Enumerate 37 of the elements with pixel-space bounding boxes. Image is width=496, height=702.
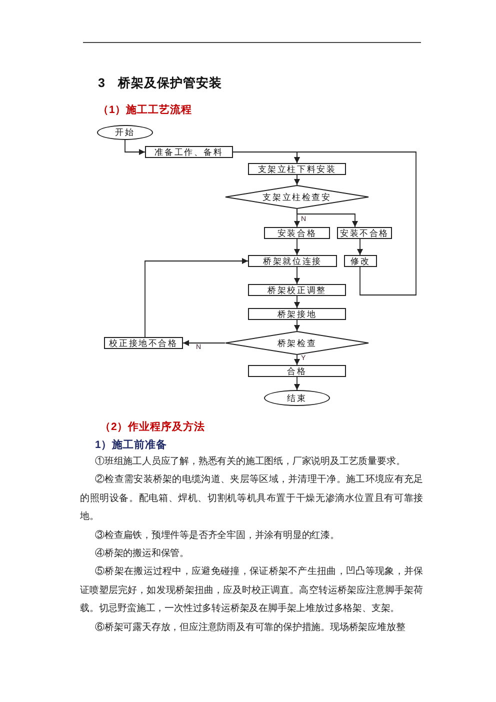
terminal-oval: 结束 xyxy=(264,390,330,406)
arrow xyxy=(294,376,300,390)
process-box: 支架立柱下料安装 xyxy=(248,163,346,175)
process-box: 安装合格 xyxy=(264,227,330,239)
arrow xyxy=(144,258,248,338)
subsection-heading: （2）作业程序及方法 xyxy=(100,421,205,433)
arrow xyxy=(294,266,300,284)
process-box: 修改 xyxy=(344,255,377,267)
arrow xyxy=(294,174,300,186)
paragraph: ①班组施工人员应了解，熟悉有关的施工图纸，厂家说明及工艺质量要求。 xyxy=(94,455,406,469)
arrow xyxy=(294,238,300,256)
decision-diamond: 桥架检查 xyxy=(225,331,369,355)
process-box: 准备工作、备料 xyxy=(145,146,233,158)
process-box: 校正接地不合格 xyxy=(104,337,183,349)
arrow xyxy=(124,140,146,155)
decision-diamond: 支架立柱检查安 xyxy=(225,185,369,209)
paragraph: ④桥架的搬运和保管。 xyxy=(94,547,190,562)
section-heading: 3 桥架及保护管安装 xyxy=(98,75,222,91)
paragraph: ②检查需安装桥架的电缆沟道、夹层等区域，并清理干净。施工环境应有充足的照明设备。配电箱、焊机、切割机等机具布置于干燥无渗滴水位置且有可靠接地。 xyxy=(80,473,423,524)
paragraph: ⑥桥架可露天存放，但应注意防雨及有可靠的保护措施。现场桥架应堆放整 xyxy=(94,620,406,635)
arrow xyxy=(294,354,300,366)
arrow xyxy=(294,152,416,296)
process-box: 安装不合格 xyxy=(337,227,392,239)
paragraph: ③检查扁铁，预埋件等是否齐全牢固，并涂有明显的红漆。 xyxy=(94,528,340,543)
arrow xyxy=(357,238,363,256)
process-box: 桥架接地 xyxy=(248,308,346,320)
terminal-oval: 开始 xyxy=(97,125,153,140)
arrow xyxy=(294,296,300,308)
paragraph: ⑤桥架在搬运过程中，应避免碰撞，保证桥架不产生扭曲，凹凸等现象，并保证喷塑层完好，如发现桥架扭曲，应及时校正调直。高空转运桥架应注意脚手架荷载。切忌野蛮施工，一次性过多转运桥架及在脚手架上堆放过多格架、支架。 xyxy=(80,565,423,616)
process-box: 桥架校正调整 xyxy=(248,284,346,296)
arrow xyxy=(296,208,358,228)
arrow xyxy=(294,320,300,332)
arrow xyxy=(182,340,226,346)
subsection-heading: （1）施工工艺流程 xyxy=(98,104,192,116)
process-box: 合格 xyxy=(248,365,346,377)
process-box: 桥架就位连接 xyxy=(248,255,337,267)
step-heading: 1）施工前准备 xyxy=(95,439,167,451)
